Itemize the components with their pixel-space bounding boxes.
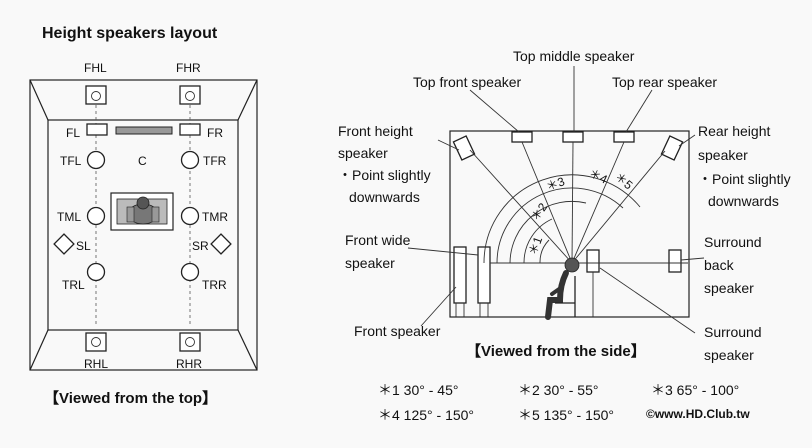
tml-speaker [86, 206, 106, 226]
angle-note-3: ＊3 65° - 100° [651, 382, 739, 398]
angle-note-2: ＊2 30° - 55° [518, 382, 598, 398]
rhl-speaker [85, 332, 107, 352]
top-rear-speaker-label: Top rear speaker [612, 74, 717, 90]
front-speaker-label: Front speaker [354, 323, 441, 339]
watermark: ©www.HD.Club.tw [646, 407, 750, 421]
sl-speaker [53, 233, 75, 255]
sight-lines [469, 141, 688, 264]
front-height-speaker [452, 135, 476, 161]
trr-label: TRR [202, 278, 227, 292]
fhr-speaker [179, 85, 201, 105]
rhl-label: RHL [84, 357, 108, 371]
callout-lines [407, 66, 705, 334]
tfl-speaker [86, 150, 106, 170]
fhl-label: FHL [84, 61, 107, 75]
surround-speaker-side [586, 249, 600, 273]
trr-speaker [180, 262, 200, 282]
front-height-label-line1: Front height [338, 123, 413, 139]
front-wide-speaker-side [477, 246, 491, 317]
tmr-speaker [180, 206, 200, 226]
surround-back-speaker-side [668, 249, 682, 273]
surround-label-line2: speaker [704, 347, 754, 363]
surround-label: Surround speaker [704, 324, 762, 363]
top-view-title: Height speakers layout [42, 25, 218, 42]
sr-speaker [210, 233, 232, 255]
tfr-label: TFR [203, 154, 227, 168]
center-speaker [115, 126, 173, 135]
fl-label: FL [66, 126, 80, 140]
fr-label: FR [207, 126, 223, 140]
surround-back-label-line3: speaker [704, 280, 754, 296]
angle-arcs [483, 174, 641, 264]
trl-label: TRL [62, 278, 85, 292]
surround-label-line1: Surround [704, 324, 762, 340]
rear-height-label-line2: speaker [698, 147, 748, 163]
fhr-label: FHR [176, 61, 201, 75]
rear-height-label-line4: downwards [708, 193, 779, 209]
angle-mark-3: ＊3 [544, 174, 567, 194]
rear-height-speaker [660, 135, 684, 161]
rhr-label: RHR [176, 357, 202, 371]
top-rear-speaker [613, 131, 635, 143]
angle-mark-5: ＊5 [612, 170, 636, 193]
top-front-speaker [511, 131, 533, 143]
fl-speaker [86, 123, 108, 136]
front-height-label-line3: ・Point slightly [338, 167, 431, 183]
front-wide-label-line1: Front wide [345, 232, 411, 248]
angle-note-5: ＊5 135° - 150° [518, 407, 614, 423]
fr-speaker [179, 123, 201, 136]
front-height-label-line4: downwards [349, 189, 420, 205]
sr-label: SR [192, 239, 209, 253]
top-view-caption: 【Viewed from the top】 [44, 389, 217, 407]
rear-height-label-line1: Rear height [698, 123, 770, 139]
tmr-label: TMR [202, 210, 228, 224]
top-view-room [29, 79, 258, 371]
surround-back-label: Surround back speaker [704, 234, 762, 296]
sl-label: SL [76, 239, 91, 253]
tfl-label: TFL [60, 154, 82, 168]
front-speaker-side [453, 246, 467, 317]
angle-note-4: ＊4 125° - 150° [378, 407, 474, 423]
tml-label: TML [57, 210, 81, 224]
rhr-speaker [179, 332, 201, 352]
rear-height-label-line3: ・Point slightly [698, 171, 791, 187]
front-height-label-line2: speaker [338, 145, 388, 161]
angle-note-1: ＊1 30° - 45° [378, 382, 458, 398]
fhl-speaker [85, 85, 107, 105]
listener-seat-top [110, 192, 174, 231]
surround-back-label-line1: Surround [704, 234, 762, 250]
side-view-caption: 【Viewed from the side】 [466, 342, 646, 360]
tfr-speaker [180, 150, 200, 170]
top-middle-speaker-label: Top middle speaker [513, 48, 635, 64]
rear-height-label: Rear height speaker ・Point slightly down… [698, 123, 791, 209]
angle-mark-1: ＊1 [526, 234, 546, 257]
top-front-speaker-label: Top front speaker [413, 74, 522, 90]
c-label: C [138, 154, 147, 168]
side-view-room [449, 130, 690, 318]
front-wide-label-line2: speaker [345, 255, 395, 271]
front-wide-label: Front wide speaker [345, 232, 411, 271]
front-height-label: Front height speaker ・Point slightly dow… [338, 123, 431, 205]
trl-speaker [86, 262, 106, 282]
top-middle-speaker [562, 131, 584, 143]
surround-back-label-line2: back [704, 257, 735, 273]
listener-side [545, 257, 580, 320]
